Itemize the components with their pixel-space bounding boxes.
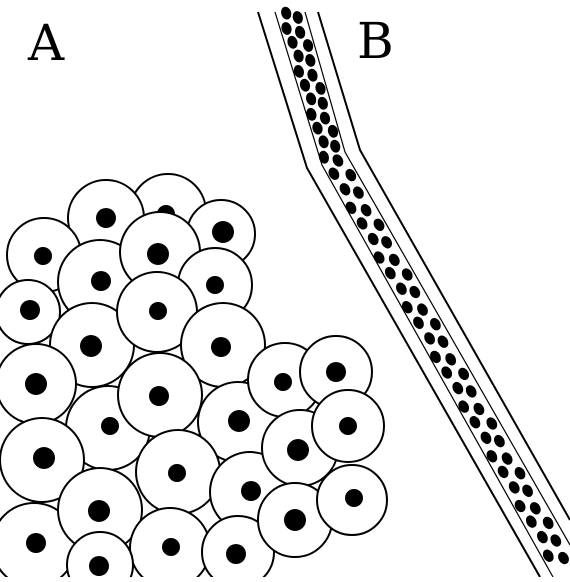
cell-nucleus (33, 447, 55, 469)
strand-nucleus (291, 10, 304, 25)
strand-nucleus (556, 550, 570, 566)
strand-nucleus (351, 184, 366, 200)
strand-nucleus (464, 383, 479, 399)
strand-nucleus (337, 181, 352, 197)
panel-label-a: A (28, 18, 64, 68)
strand-nucleus (422, 330, 437, 346)
cell (312, 390, 384, 462)
strand-nucleus (293, 25, 306, 40)
panel-label-b: B (357, 16, 394, 66)
strand-nucleus (305, 107, 318, 122)
cell-nucleus (91, 271, 111, 291)
cell-nucleus (26, 533, 46, 553)
strand-nucleus (435, 334, 450, 350)
strand-nucleus (359, 202, 374, 218)
cell-nucleus (211, 337, 231, 357)
strand-nucleus (548, 532, 563, 548)
cell (136, 430, 220, 514)
strand-nucleus (513, 498, 528, 514)
strand-nucleus (383, 265, 398, 281)
strand-nucleus (507, 479, 522, 495)
cell-cluster-a (0, 174, 387, 577)
strand-nucleus (316, 96, 329, 111)
cell-nucleus (287, 439, 309, 461)
cell (317, 465, 387, 535)
strand-nucleus (524, 513, 539, 529)
strand-nucleus (484, 448, 499, 464)
strand-nucleus (292, 48, 305, 63)
strand-nucleus (500, 450, 515, 466)
cell-nucleus (96, 208, 116, 228)
cell-nucleus (168, 464, 186, 482)
cell-nucleus (339, 417, 357, 435)
cell-nucleus (326, 362, 346, 382)
strand-nucleus (528, 500, 543, 516)
cell (0, 344, 76, 424)
cell-nucleus (89, 556, 109, 576)
strand-nucleus (492, 433, 507, 449)
cell-nucleus (228, 410, 250, 432)
cell-nucleus (345, 489, 363, 507)
cell-nucleus (226, 544, 246, 564)
strand-nucleus (280, 5, 293, 20)
strand-nucleus (456, 398, 471, 414)
strand-nucleus (317, 150, 330, 165)
strand-nucleus (387, 252, 402, 268)
strand-nucleus (450, 380, 465, 396)
strand-nucleus (535, 529, 550, 545)
cell-nucleus (147, 243, 169, 265)
strand-nucleus (329, 139, 342, 154)
cell-nucleus (206, 276, 224, 294)
cell-nucleus (212, 221, 234, 243)
cell-nucleus (274, 373, 292, 391)
strand-nucleus (541, 548, 556, 564)
cell-nucleus (20, 300, 40, 320)
cell-nucleus (149, 302, 167, 320)
cell-nucleus (25, 373, 47, 395)
strand-nucleus (471, 401, 486, 417)
cell-nucleus (34, 247, 52, 265)
cell-nucleus (88, 500, 110, 522)
strand-nucleus (326, 166, 341, 182)
cell-nucleus (241, 481, 261, 501)
strand-nucleus (317, 134, 330, 149)
strand-nucleus (286, 35, 299, 50)
cell-nucleus (149, 386, 169, 406)
strand-nucleus (330, 152, 345, 168)
strand-nucleus (407, 284, 422, 300)
strand-nucleus (379, 234, 394, 250)
strand-nucleus (520, 483, 535, 499)
strand-nucleus (478, 430, 493, 446)
cell-nucleus (101, 417, 119, 435)
strand-nucleus (394, 281, 409, 297)
strand-nucleus (366, 231, 381, 247)
strand-nucleus (443, 351, 458, 367)
strand-nucleus (355, 215, 370, 231)
cell-nucleus (80, 335, 102, 357)
cell (130, 508, 210, 577)
cell-nucleus (284, 509, 306, 531)
strand-nucleus (304, 91, 317, 106)
cell (118, 353, 202, 437)
strand-nucleus (304, 53, 317, 68)
cell-nucleus (162, 538, 180, 556)
strand-nucleus (371, 217, 386, 233)
strand-nucleus (343, 167, 358, 183)
strand-nucleus (415, 301, 430, 317)
